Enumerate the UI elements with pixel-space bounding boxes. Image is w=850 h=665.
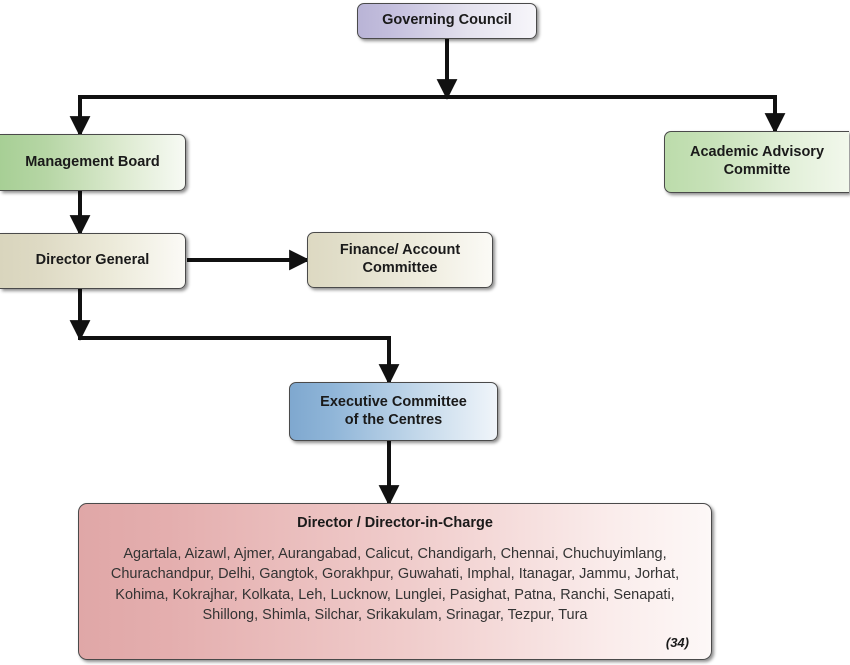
node-management-board[interactable]: Management Board	[0, 134, 186, 191]
node-director-general[interactable]: Director General	[0, 233, 186, 289]
centres-count-badge: (34)	[665, 635, 689, 651]
node-management-board-label: Management Board	[25, 153, 160, 170]
node-director-in-charge-title: Director / Director-in-Charge	[297, 515, 493, 531]
node-director-general-label: Director General	[35, 252, 150, 269]
node-governing-council[interactable]: Governing Council	[357, 3, 537, 39]
node-governing-council-label: Governing Council	[382, 12, 512, 29]
node-director-in-charge[interactable]: Director / Director-in-Charge Agartala, …	[78, 503, 712, 660]
edge-director-general-to-executive-committee	[69, 289, 400, 385]
centres-list: Agartala, Aizawl, Ajmer, Aurangabad, Cal…	[110, 545, 680, 624]
